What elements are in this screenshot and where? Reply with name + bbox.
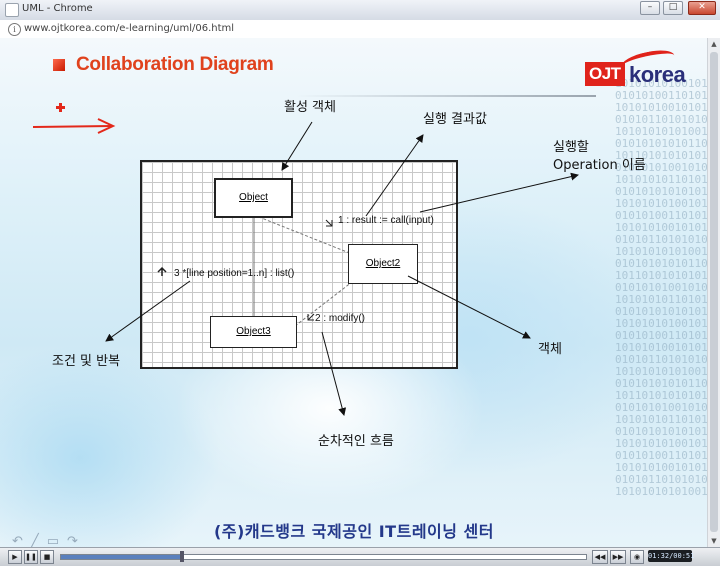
logo-ojt: OJT <box>585 62 625 86</box>
time-display: 01:32/00:51 <box>648 550 695 562</box>
progress-track[interactable] <box>60 551 587 562</box>
volume-button[interactable]: ◉ <box>630 550 644 564</box>
scroll-up-icon[interactable]: ▲ <box>711 40 717 48</box>
logo-korea: korea <box>629 62 686 87</box>
scroll-down-icon[interactable]: ▼ <box>711 537 717 545</box>
window-title: UML - Chrome <box>22 3 93 14</box>
annotation-object: 객체 <box>538 342 562 357</box>
title-divider <box>296 95 596 97</box>
object-box: Object <box>214 178 293 218</box>
pointer-arrow-icon <box>32 103 116 134</box>
annotation-condition-repeat: 조건 및 반복 <box>52 354 121 369</box>
window-titlebar: UML - Chrome – □ ✕ <box>0 0 720 21</box>
favicon-icon <box>5 3 19 17</box>
message-2: 2 : modify() <box>315 313 366 324</box>
slide-nav-icons[interactable]: ↶╱▭↷ <box>12 534 86 547</box>
diagram-links <box>157 214 353 327</box>
annotation-active-object: 활성 객체 <box>284 100 336 115</box>
annotation-arrows <box>105 121 579 416</box>
annotation-result-value: 실행 결과값 <box>423 112 487 127</box>
maximize-button[interactable]: □ <box>663 1 683 15</box>
slide-title: Collaboration Diagram <box>76 54 274 75</box>
close-button[interactable]: ✕ <box>688 1 716 15</box>
annotation-sequence-flow: 순차적인 흐름 <box>318 434 394 449</box>
message-3: 3 *[line position=1..n] : list() <box>174 268 295 279</box>
object3-box: Object3 <box>210 316 297 348</box>
stop-button[interactable]: ■ <box>40 550 54 564</box>
play-button[interactable]: ▶ <box>8 550 22 564</box>
info-icon[interactable]: i <box>8 23 21 36</box>
media-player-bar: ▶ ❚❚ ■ ◀◀ ▶▶ ◉ 01:32/00:51 <box>0 547 720 566</box>
rewind-button[interactable]: ◀◀ <box>592 550 608 564</box>
message-1: 1 : result := call(input) <box>338 215 434 226</box>
minimize-button[interactable]: – <box>640 1 660 15</box>
object2-box: Object2 <box>348 244 418 284</box>
slide-footer: (주)캐드뱅크 국제공인 IT트레이닝 센터 <box>213 522 494 541</box>
annotation-operation-name-1: 실행할 <box>553 140 589 155</box>
collaboration-diagram: Object Object2 Object3 1 : result := cal… <box>140 160 458 369</box>
progress-fill <box>61 555 182 559</box>
vertical-scrollbar[interactable]: ▲ ▼ <box>707 38 720 547</box>
annotation-operation-name-2: Operation 이름 <box>553 158 646 173</box>
scroll-thumb[interactable] <box>710 52 718 532</box>
pause-button[interactable]: ❚❚ <box>24 550 38 564</box>
ojt-korea-logo: OJT korea <box>585 46 695 92</box>
title-bullet-icon <box>53 59 65 71</box>
address-bar[interactable]: i www.ojtkorea.com/e-learning/uml/06.htm… <box>0 20 720 39</box>
progress-knob[interactable] <box>179 551 184 562</box>
forward-button[interactable]: ▶▶ <box>610 550 626 564</box>
url-text[interactable]: www.ojtkorea.com/e-learning/uml/06.html <box>24 23 235 34</box>
